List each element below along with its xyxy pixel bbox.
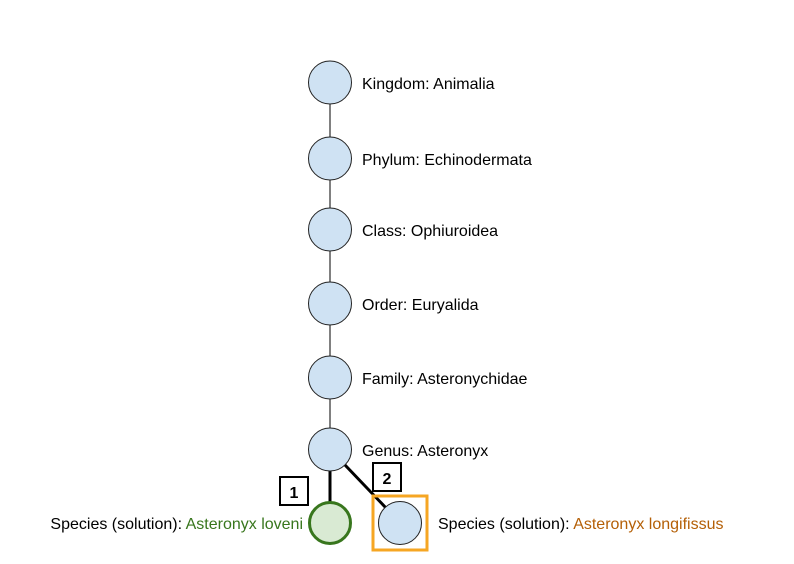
node-label: Class: Ophiuroidea [362,223,498,240]
species-circle-1 [308,501,352,545]
marker-number-1: 1 [290,485,299,502]
node-circle [308,136,352,181]
species-label-2: Species (solution): Asteronyx longifissu… [438,516,723,533]
node-label: Family: Asteronychidae [362,371,528,388]
highlight-box-2 [371,494,429,552]
tree-node-phylum: Phylum: Echinodermata [308,136,532,181]
node-circle [308,427,352,472]
node-label: Kingdom: Animalia [362,76,495,93]
node-label: Genus: Asteronyx [362,443,488,460]
node-circle [308,355,352,400]
species-name-2: Asteronyx longifissus [573,516,723,533]
node-label: Phylum: Echinodermata [362,152,532,169]
node-label: Order: Euryalida [362,297,479,314]
species-name-1: Asteronyx loveni [186,516,303,533]
node-circle [308,281,352,326]
tree-node-family: Family: Asteronychidae [308,355,528,400]
marker-box-2 [372,462,402,492]
species-label-1: Species (solution): Asteronyx loveni [50,516,303,533]
tree-node-order: Order: Euryalida [308,281,479,326]
species-prefix-2: Species (solution): [438,516,573,533]
species-prefix-1: Species (solution): [50,516,185,533]
species-node-1: 1 Species (solution): Asteronyx loveni [50,476,352,545]
tree-node-genus: Genus: Asteronyx [308,427,488,472]
edge-genus-species-2 [343,463,389,511]
tree-node-class: Class: Ophiuroidea [308,207,498,252]
species-circle-2 [378,501,422,545]
node-circle [308,60,352,105]
node-circle [308,207,352,252]
species-node-2: 2 Species (solution): Asteronyx longifis… [371,462,723,552]
tree-node-kingdom: Kingdom: Animalia [308,60,495,105]
marker-box-1 [279,476,309,506]
marker-number-2: 2 [383,471,392,488]
